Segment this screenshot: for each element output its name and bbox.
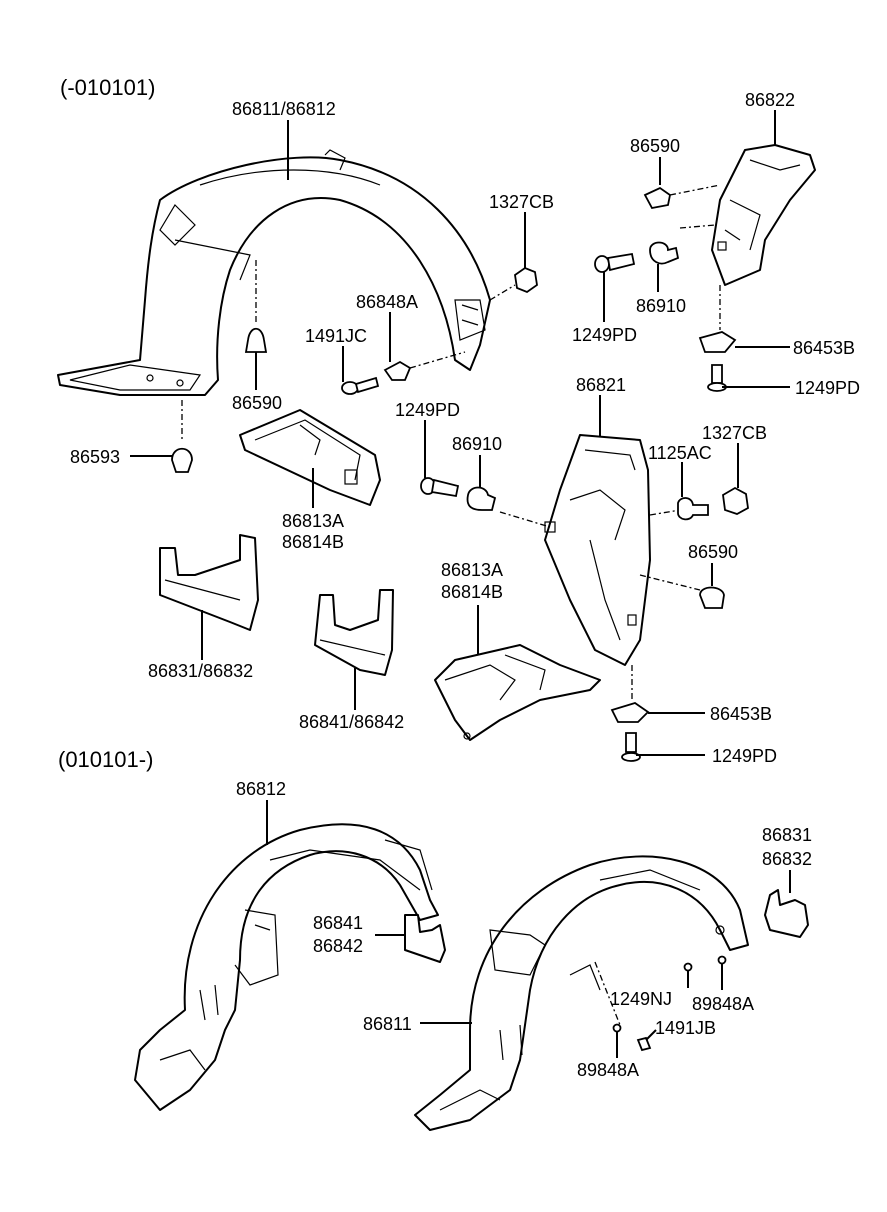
part-label-1327CB-b: 1327CB	[702, 423, 768, 443]
screw-1249PD-b	[707, 364, 727, 392]
part-label-86812: 86812	[236, 779, 287, 799]
part-label-1491JC: 1491JC	[305, 326, 368, 346]
screw-1249NJ	[683, 962, 693, 972]
part-label-86811-86812: 86811/86812	[232, 99, 336, 119]
clip-86590-c	[699, 586, 725, 609]
clip-89848A-b	[612, 1023, 622, 1033]
splash-shield-86813A-86814B-a	[239, 409, 381, 506]
part-label-86821: 86821	[576, 375, 627, 395]
part-label-86832: 86832	[762, 849, 813, 869]
part-label-86813A-a: 86813A	[282, 511, 345, 531]
section-label-top: (-010101)	[60, 75, 156, 100]
wheel-house-liner-86812	[134, 823, 439, 1111]
part-label-86814B-a: 86814B	[282, 532, 345, 552]
part-label-1249PD-b: 1249PD	[795, 378, 861, 398]
screw-1249PD-c	[420, 477, 460, 498]
screw-1249PD-d	[621, 732, 641, 762]
bolt-1125AC	[677, 497, 709, 521]
part-label-1125AC: 1125AC	[648, 443, 712, 463]
part-label-1249PD-a: 1249PD	[572, 325, 638, 345]
part-label-86593: 86593	[70, 447, 121, 467]
nut-1327CB-b	[722, 486, 749, 515]
mud-guard-86821	[499, 434, 701, 666]
mud-flap-86841-86842-b	[404, 914, 446, 963]
screw-1491JC	[341, 376, 380, 395]
mud-flap-86841-86842	[314, 589, 394, 676]
part-label-1491JB: 1491JB	[655, 1018, 717, 1038]
leader-lines-top	[130, 110, 790, 756]
part-label-89848A-a: 89848A	[692, 994, 755, 1014]
wheel-house-liner-86811-86812	[57, 149, 491, 396]
clip-86593	[171, 400, 193, 473]
wheel-house-liner-86811	[414, 855, 749, 1131]
part-label-86841-86842: 86841/86842	[299, 712, 405, 732]
leader-lines-bottom	[266, 800, 791, 1058]
part-label-86831-86832: 86831/86832	[148, 661, 254, 681]
screw-1249PD-a	[594, 252, 636, 273]
grommet-86910-a	[649, 241, 680, 265]
section-label-bottom: (010101-)	[58, 747, 154, 772]
part-label-86910-a: 86910	[636, 296, 687, 316]
nut-1327CB-a	[489, 266, 538, 301]
part-label-86590-c: 86590	[688, 542, 739, 562]
part-label-1249PD-c: 1249PD	[395, 400, 461, 420]
screw-1491JB	[636, 1036, 652, 1052]
part-label-86910-b: 86910	[452, 434, 503, 454]
clip-89848A-a	[717, 955, 727, 965]
part-label-1249NJ: 1249NJ	[610, 989, 673, 1009]
part-label-86822: 86822	[745, 90, 796, 110]
part-label-86841: 86841	[313, 913, 364, 933]
part-label-86814B-b: 86814B	[441, 582, 504, 602]
part-label-86848A: 86848A	[356, 292, 419, 312]
part-label-86453B-a: 86453B	[793, 338, 856, 358]
part-label-86831: 86831	[762, 825, 813, 845]
mud-guard-86822	[669, 144, 816, 286]
part-label-86453B-b: 86453B	[710, 704, 773, 724]
part-label-1327CB-a: 1327CB	[489, 192, 555, 212]
clip-86590-b	[643, 186, 671, 210]
nut-86453B-b	[610, 665, 650, 723]
nut-86453B-a	[698, 285, 737, 353]
part-label-86811: 86811	[363, 1014, 412, 1034]
clip-86590-a	[244, 260, 268, 353]
mud-flap-86831-86832-b	[764, 889, 809, 938]
part-label-89848A-b: 89848A	[577, 1060, 640, 1080]
clip-86848A	[383, 351, 466, 381]
mud-flap-86831-86832	[159, 534, 259, 631]
part-label-86590-b: 86590	[232, 393, 283, 413]
part-label-86813A-b: 86813A	[441, 560, 504, 580]
part-label-86842: 86842	[313, 936, 364, 956]
splash-shield-86813A-86814B-b	[434, 644, 601, 741]
part-label-86590-a: 86590	[630, 136, 681, 156]
part-label-1249PD-d: 1249PD	[712, 746, 778, 766]
grommet-86910-b	[466, 486, 497, 511]
